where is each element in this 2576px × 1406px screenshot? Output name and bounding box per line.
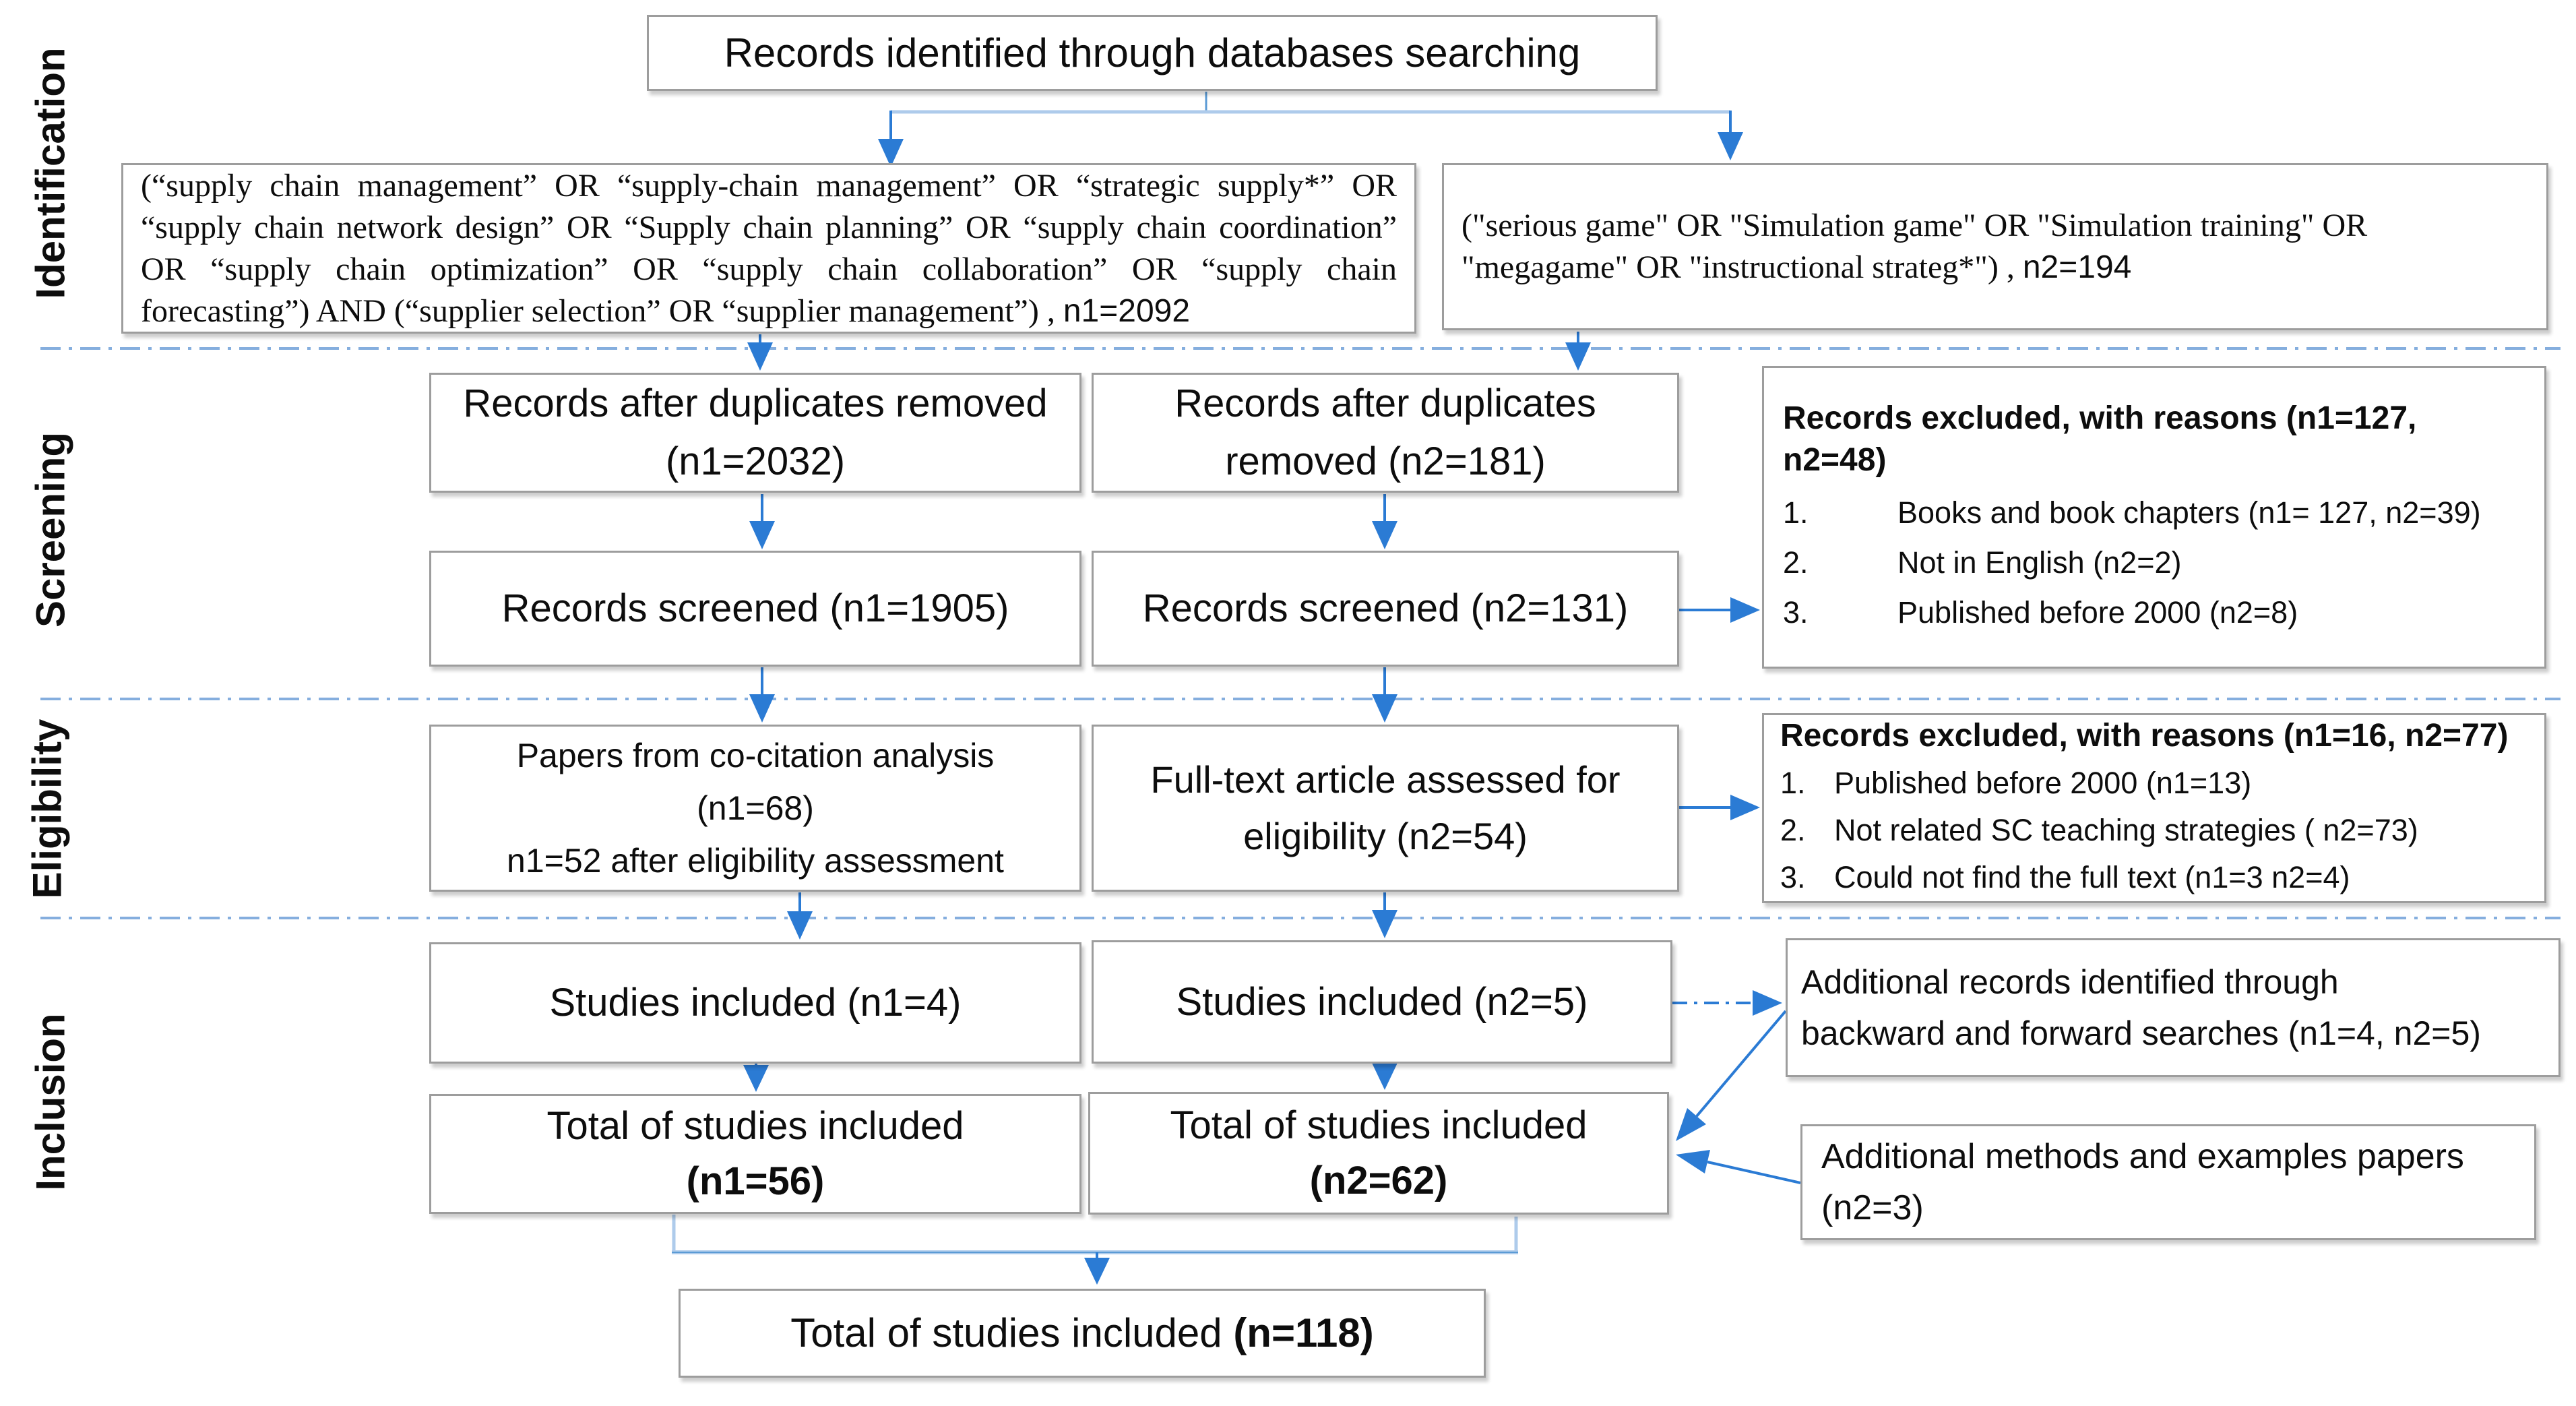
excluded-screening-item: Not in English (n2=2)	[1783, 538, 2182, 588]
search-string-2-text: ("serious game" OR "Simulation game" OR …	[1462, 205, 2529, 288]
duplicates-removed-n1-text: Records after duplicates removed (n1=203…	[463, 381, 1048, 483]
box-studies-included-n1: Studies included (n1=4)	[429, 942, 1081, 1064]
search-string-2-query: ("serious game" OR "Simulation game" OR …	[1462, 208, 2368, 285]
arrow-additional-methods-to-total	[1676, 1150, 1801, 1184]
phase-label-screening: Screening	[28, 431, 73, 628]
final-total-count: (n=118)	[1233, 1310, 1374, 1355]
box-records-screened-n1: Records screened (n1=1905)	[429, 551, 1081, 667]
excluded-eligibility-item: Published before 2000 (n1=13)	[1780, 760, 2252, 807]
box-cocitation-papers: Papers from co-citation analysis (n1=68)…	[429, 725, 1081, 892]
additional-records-line2: backward and forward searches (n1=4, n2=…	[1801, 1014, 2481, 1052]
arrow-included-to-total	[743, 1062, 1397, 1092]
total-n2-line1: Total of studies included	[1170, 1103, 1588, 1147]
additional-records-line1: Additional records identified through	[1801, 963, 2339, 1001]
cocitation-line3: n1=52 after eligibility assessment	[507, 842, 1004, 880]
box-fulltext-assessed: Full-text article assessed for eligibili…	[1092, 725, 1679, 892]
excluded-screening-item: Books and book chapters (n1= 127, n2=39)	[1783, 488, 2481, 538]
excluded-eligibility-item: Not related SC teaching strategies ( n2=…	[1780, 807, 2418, 854]
arrow-included-to-additional-records	[1672, 990, 1782, 1016]
box-studies-included-n2: Studies included (n2=5)	[1092, 940, 1672, 1064]
total-n1-line2: (n1=56)	[686, 1159, 825, 1203]
box-additional-methods: Additional methods and examples papers (…	[1800, 1124, 2536, 1240]
records-identified-text: Records identified through databases sea…	[724, 30, 1581, 75]
box-final-total: Total of studies included (n=118)	[679, 1289, 1486, 1378]
excluded-screening-title: Records excluded, with reasons (n1=127, …	[1783, 400, 2417, 478]
phase-label-eligibility: Eligibility	[24, 719, 70, 899]
final-total-prefix: Total of studies included	[790, 1310, 1234, 1355]
additional-methods-line2: (n2=3)	[1821, 1188, 1924, 1227]
arrow-screened-to-eligibility	[749, 667, 1397, 723]
fulltext-line2: eligibility (n2=54)	[1243, 815, 1528, 857]
studies-included-n2-text: Studies included (n2=5)	[1176, 979, 1588, 1024]
box-total-included-n1: Total of studies included (n1=56)	[429, 1094, 1081, 1214]
box-total-included-n2: Total of studies included (n2=62)	[1088, 1092, 1669, 1215]
records-screened-n1-text: Records screened (n1=1905)	[501, 586, 1009, 630]
arrow-additional-records-to-total	[1676, 1010, 1787, 1141]
box-records-identified: Records identified through databases sea…	[647, 15, 1658, 91]
box-excluded-eligibility: Records excluded, with reasons (n1=16, n…	[1762, 713, 2546, 903]
additional-methods-line1: Additional methods and examples papers	[1821, 1137, 2464, 1176]
total-n2-line2: (n2=62)	[1309, 1159, 1448, 1202]
excluded-eligibility-list: Published before 2000 (n1=13) Not relate…	[1780, 760, 2418, 901]
records-screened-n2-text: Records screened (n2=131)	[1142, 586, 1629, 630]
excluded-screening-item: Published before 2000 (n2=8)	[1783, 588, 2298, 638]
arrow-duplicates-to-screened	[749, 494, 1397, 549]
box-additional-records: Additional records identified through ba…	[1786, 938, 2561, 1077]
excluded-screening-list: Books and book chapters (n1= 127, n2=39)…	[1783, 488, 2481, 638]
excluded-eligibility-title: Records excluded, with reasons (n1=16, n…	[1780, 718, 2509, 754]
cocitation-line1: Papers from co-citation analysis	[516, 737, 995, 774]
search-string-1-count: n1=2092	[1063, 293, 1191, 329]
box-records-screened-n2: Records screened (n2=131)	[1092, 551, 1679, 667]
total-n1-line1: Total of studies included	[546, 1104, 964, 1148]
fulltext-line1: Full-text article assessed for	[1150, 758, 1621, 801]
arrow-search-to-duplicates	[747, 332, 1591, 371]
excluded-eligibility-item: Could not find the full text (n1=3 n2=4)	[1780, 854, 2350, 901]
bracket-totals-to-final	[672, 1215, 1518, 1285]
arrow-top-split	[878, 92, 1743, 167]
box-duplicates-removed-n2: Records after duplicates removed (n2=181…	[1092, 373, 1679, 493]
phase-label-inclusion: Inclusion	[28, 1013, 73, 1191]
arrow-fulltext-to-excluded	[1679, 795, 1760, 820]
box-excluded-screening: Records excluded, with reasons (n1=127, …	[1762, 366, 2546, 669]
phase-label-identification: Identification	[28, 47, 73, 299]
arrow-eligibility-to-included	[787, 892, 1397, 940]
search-string-1-query: (“supply chain management” OR “supply-ch…	[141, 167, 1397, 329]
box-duplicates-removed-n1: Records after duplicates removed (n1=203…	[429, 373, 1081, 493]
search-string-1-text: (“supply chain management” OR “supply-ch…	[141, 165, 1397, 332]
cocitation-line2: (n1=68)	[697, 789, 814, 827]
search-string-2-count: n2=194	[2022, 249, 2132, 285]
box-search-string-2: ("serious game" OR "Simulation game" OR …	[1442, 163, 2548, 330]
arrow-screened-to-excluded	[1679, 597, 1760, 623]
final-total-text: Total of studies included (n=118)	[790, 1307, 1374, 1359]
studies-included-n1-text: Studies included (n1=4)	[549, 981, 962, 1025]
box-search-string-1: (“supply chain management” OR “supply-ch…	[121, 163, 1416, 334]
duplicates-removed-n2-text: Records after duplicates removed (n2=181…	[1174, 381, 1596, 483]
